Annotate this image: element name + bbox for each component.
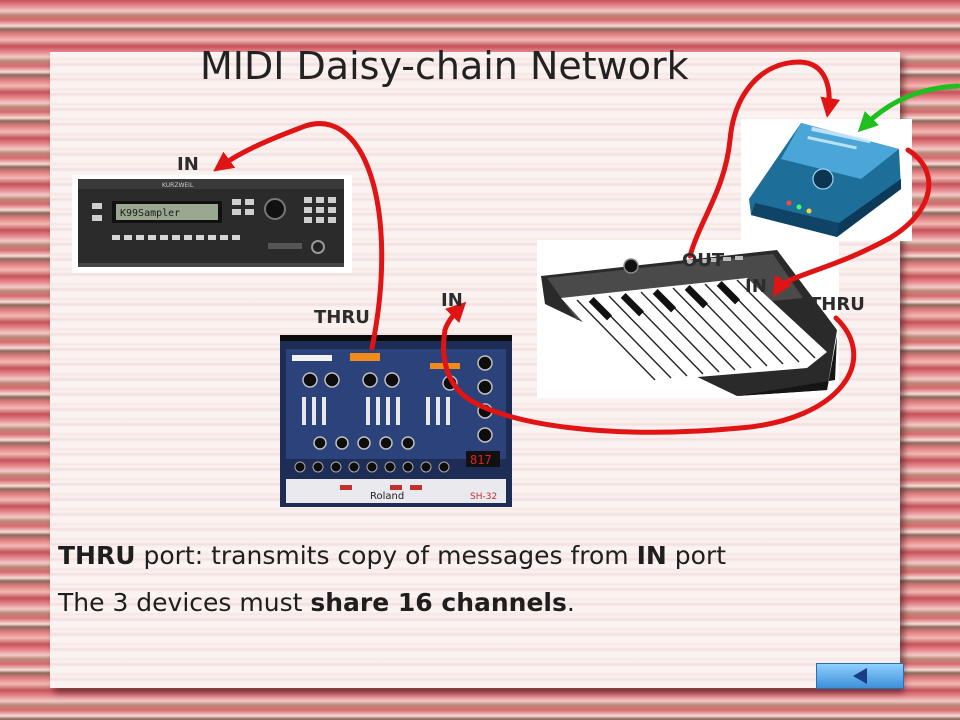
midi-interface-device: [741, 119, 912, 241]
caption-line-1: THRU port: transmits copy of messages fr…: [58, 541, 726, 570]
caption-1-bold-thru: THRU: [58, 541, 136, 570]
sampler-device: KURZWEIL K99Sampler: [72, 175, 352, 273]
synth-model: SH-32: [470, 492, 497, 502]
svg-text:817: 817: [470, 453, 492, 467]
label-keyboard-thru: THRU: [809, 294, 865, 315]
caption-1-bold-in: IN: [636, 541, 667, 570]
caption-2-text-a: The 3 devices must: [58, 588, 311, 617]
label-synth-thru: THRU: [314, 307, 370, 328]
label-sampler-in: IN: [177, 154, 199, 175]
left-triangle-icon: [853, 668, 867, 684]
synth-module-device: 817 Roland SH-32: [280, 335, 512, 507]
caption-line-2: The 3 devices must share 16 channels.: [58, 588, 575, 617]
sampler-brand: KURZWEIL: [162, 182, 194, 189]
caption-1-text-a: port: transmits copy of messages from: [135, 541, 637, 570]
caption-1-text-b: port: [666, 541, 727, 570]
caption-2-bold: share 16 channels: [310, 588, 567, 617]
label-keyboard-out: OUT: [682, 250, 725, 271]
back-button[interactable]: [816, 663, 904, 689]
sampler-display: K99Sampler: [120, 208, 180, 219]
slide-title: MIDI Daisy-chain Network: [200, 44, 689, 88]
label-keyboard-in: IN: [745, 276, 767, 297]
label-synth-in: IN: [441, 290, 463, 311]
caption-2-text-b: .: [566, 588, 575, 617]
synth-brand: Roland: [370, 491, 404, 502]
